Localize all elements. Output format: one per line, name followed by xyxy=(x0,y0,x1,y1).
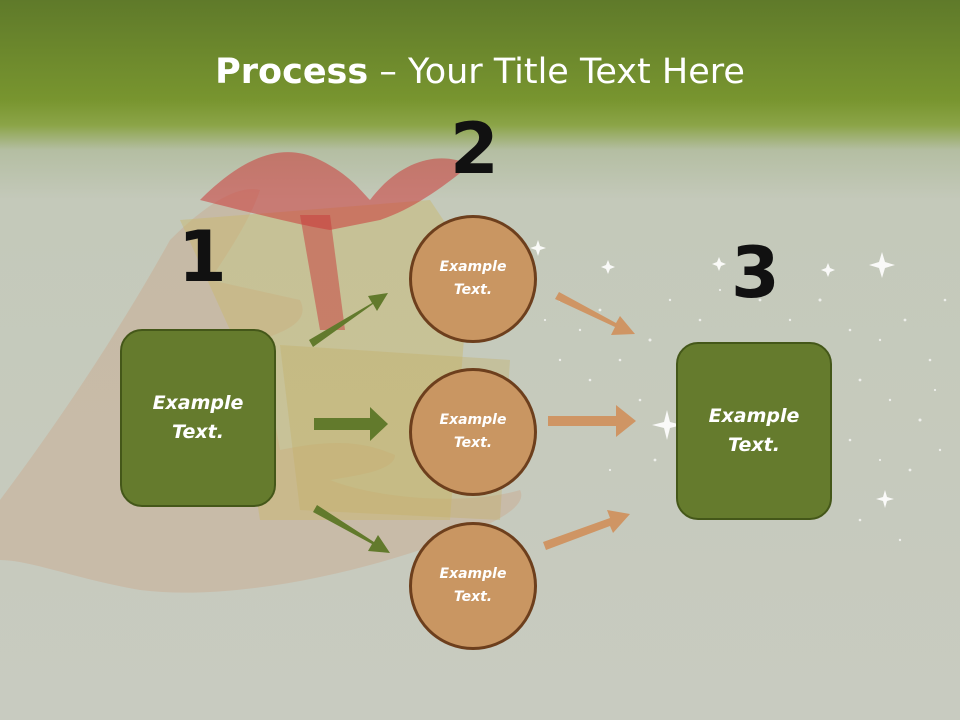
left-box: Example Text. xyxy=(120,329,276,507)
step-number-3: 3 xyxy=(731,232,780,314)
circle-2-text: Example Text. xyxy=(439,412,507,451)
step-number-1: 1 xyxy=(178,216,227,298)
title-bold: Process xyxy=(215,52,369,92)
right-box: Example Text. xyxy=(676,342,832,520)
arrow-orange-up xyxy=(555,292,635,335)
circle-1-text: Example Text. xyxy=(439,259,507,298)
left-box-text: Example Text. xyxy=(152,392,244,443)
circle-1: Example Text. xyxy=(409,215,537,343)
circle-2: Example Text. xyxy=(409,368,537,496)
circle-3-text: Example Text. xyxy=(439,566,507,605)
arrow-green-mid xyxy=(314,407,388,441)
title-separator: – xyxy=(368,52,408,92)
arrow-green-up xyxy=(309,293,388,347)
right-box-text: Example Text. xyxy=(708,405,800,456)
arrow-green-down xyxy=(313,505,390,553)
arrow-orange-down xyxy=(543,510,630,550)
step-number-2: 2 xyxy=(450,108,499,190)
slide-title: Process – Your Title Text Here xyxy=(0,52,960,92)
arrow-orange-mid xyxy=(548,405,636,437)
circle-3: Example Text. xyxy=(409,522,537,650)
title-rest: Your Title Text Here xyxy=(407,52,745,92)
